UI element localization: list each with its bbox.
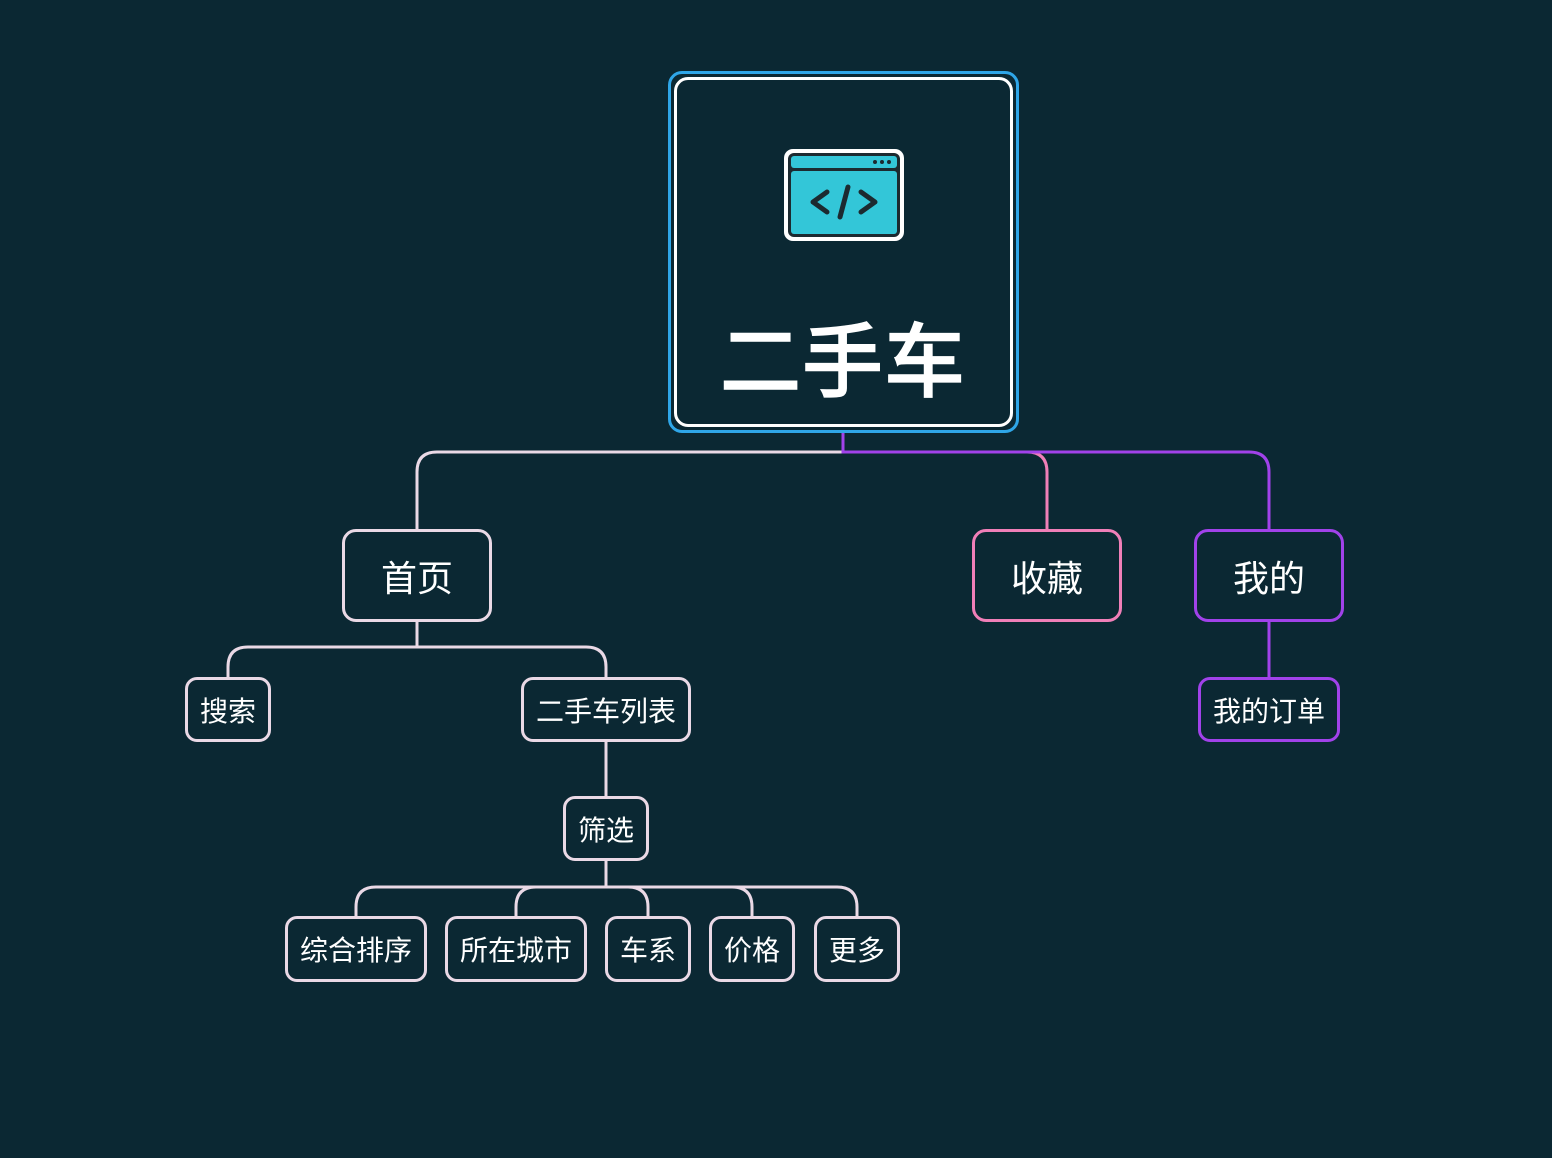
topic-mine[interactable]: 我的 [1194,529,1344,622]
connector-home-carlist [415,621,608,678]
connector-filter-price [606,885,754,917]
topic-more[interactable]: 更多 [814,916,900,982]
topic-price[interactable]: 价格 [709,916,795,982]
topic-city[interactable]: 所在城市 [445,916,587,982]
connector-filter-sort [354,885,606,917]
root-title: 二手车 [720,316,967,409]
topic-filter[interactable]: 筛选 [563,796,649,861]
topic-home[interactable]: 首页 [342,529,492,622]
connector-root-favorites [841,433,1049,530]
root-topic[interactable] [674,77,1013,427]
connector-filter-city [514,885,606,917]
connector-root-mine [841,433,1271,530]
topic-my-orders[interactable]: 我的订单 [1198,677,1340,742]
connector-root-home [415,433,845,530]
topic-sort[interactable]: 综合排序 [285,916,427,982]
topic-search[interactable]: 搜索 [185,677,271,742]
connector-filter-more [606,885,859,917]
code-window-icon [784,149,904,241]
connector-filter-series [606,885,650,917]
topic-favorites[interactable]: 收藏 [972,529,1122,622]
root-topic-frame[interactable] [668,71,1019,433]
connector-home-search [226,621,419,678]
topic-car-list[interactable]: 二手车列表 [521,677,691,742]
topic-series[interactable]: 车系 [605,916,691,982]
